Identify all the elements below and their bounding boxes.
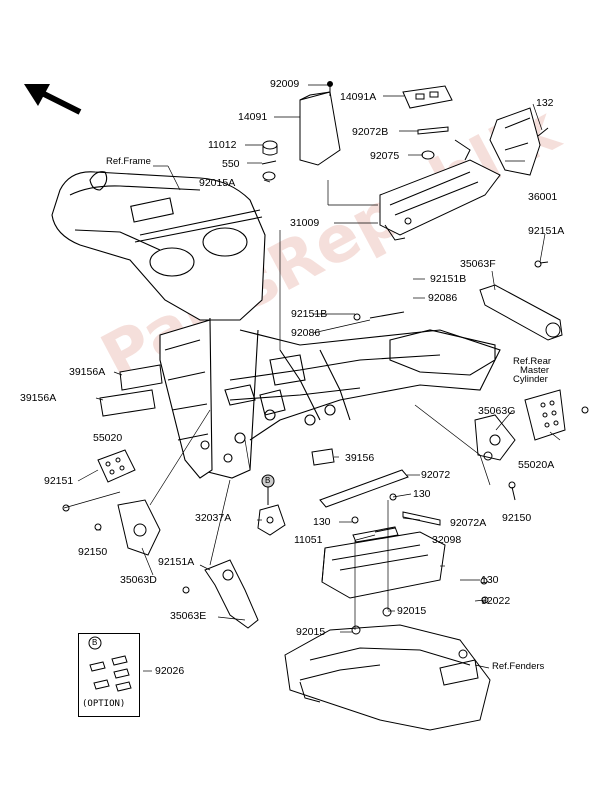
- frame-drawing: [51, 171, 501, 479]
- battery-case-32098: [321, 526, 446, 599]
- battery-cover-parts: [261, 81, 453, 181]
- option-label: (OPTION): [82, 699, 126, 709]
- part-label-92150-l: 92150: [78, 546, 108, 558]
- part-label-92072A: 92072A: [450, 517, 487, 529]
- part-label-ref-frame: Ref.Frame: [106, 156, 151, 167]
- part-label-92009: 92009: [270, 78, 300, 90]
- part-label-32037A: 32037A: [195, 512, 232, 524]
- part-label-130-a: 130: [413, 488, 431, 500]
- fasteners: [351, 217, 489, 635]
- part-label-92072: 92072: [421, 469, 451, 481]
- part-label-92150-r: 92150: [502, 512, 532, 524]
- part-label-132: 132: [536, 97, 554, 109]
- part-label-31009: 31009: [290, 217, 320, 229]
- part-label-130-b: 130: [313, 516, 331, 528]
- leader-lines: [63, 84, 561, 672]
- part-label-92026: 92026: [155, 665, 185, 677]
- part-label-92015-b: 92015: [397, 605, 427, 617]
- part-label-92151: 92151: [44, 475, 74, 487]
- part-label-55020: 55020: [93, 432, 123, 444]
- part-label-39156A-b: 39156A: [20, 392, 57, 404]
- part-label-92075: 92075: [370, 150, 400, 162]
- pointer-badge-letter: B: [265, 476, 271, 485]
- option-badge-letter: B: [92, 638, 98, 647]
- part-label-92015A: 92015A: [199, 177, 236, 189]
- part-label-32098: 32098: [432, 534, 462, 546]
- part-label-39156: 39156: [345, 452, 375, 464]
- part-label-92151B-a: 92151B: [430, 273, 467, 285]
- part-label-36001: 36001: [528, 191, 558, 203]
- bracket-32037A: [257, 485, 286, 536]
- part-label-ref-fenders: Ref.Fenders: [492, 661, 545, 672]
- pointer-badge-icon: [261, 474, 275, 488]
- part-label-14091A: 14091A: [340, 91, 377, 103]
- part-label-35063F: 35063F: [460, 258, 496, 270]
- part-label-14091: 14091: [238, 111, 268, 123]
- part-label-35063D: 35063D: [120, 574, 157, 586]
- part-label-11051: 11051: [294, 534, 323, 546]
- rear-fender-drawing: [284, 624, 491, 731]
- part-label-ref-rear-2: Master: [520, 365, 550, 376]
- part-label-55020A: 55020A: [518, 459, 555, 471]
- footrest-bracket-left: [62, 449, 161, 556]
- part-label-92022: 92022: [481, 595, 511, 607]
- option-kit-parts: [89, 655, 132, 692]
- part-label-92151A-top: 92151A: [528, 225, 565, 237]
- part-label-92072B: 92072B: [352, 126, 389, 138]
- part-label-35063E: 35063E: [170, 610, 207, 622]
- part-label-550: 550: [222, 158, 240, 170]
- straps-92072: [99, 311, 441, 533]
- heel-guard-35063E: [182, 559, 259, 629]
- option-kit-box: [78, 633, 140, 717]
- part-label-35063G: 35063G: [478, 405, 516, 417]
- part-label-92086-b: 92086: [291, 327, 321, 339]
- option-badge-icon: [88, 636, 102, 650]
- part-label-92015-a: 92015: [296, 626, 326, 638]
- footrest-bracket-right: [474, 260, 589, 501]
- part-label-130-c: 130: [481, 574, 499, 586]
- part-label-92086-a: 92086: [428, 292, 458, 304]
- part-label-92151A-bot: 92151A: [158, 556, 195, 568]
- part-label-ref-rear-3: Cylinder: [513, 374, 548, 385]
- part-label-11012: 11012: [208, 139, 237, 151]
- battery-tray-top: [379, 139, 501, 241]
- part-label-92151B-b: 92151B: [291, 308, 328, 320]
- part-label-ref-rear-1: Ref.Rear: [513, 356, 552, 367]
- side-cover-36001: [489, 107, 549, 176]
- direction-arrow-icon: [24, 84, 82, 115]
- part-label-39156A-a: 39156A: [69, 366, 106, 378]
